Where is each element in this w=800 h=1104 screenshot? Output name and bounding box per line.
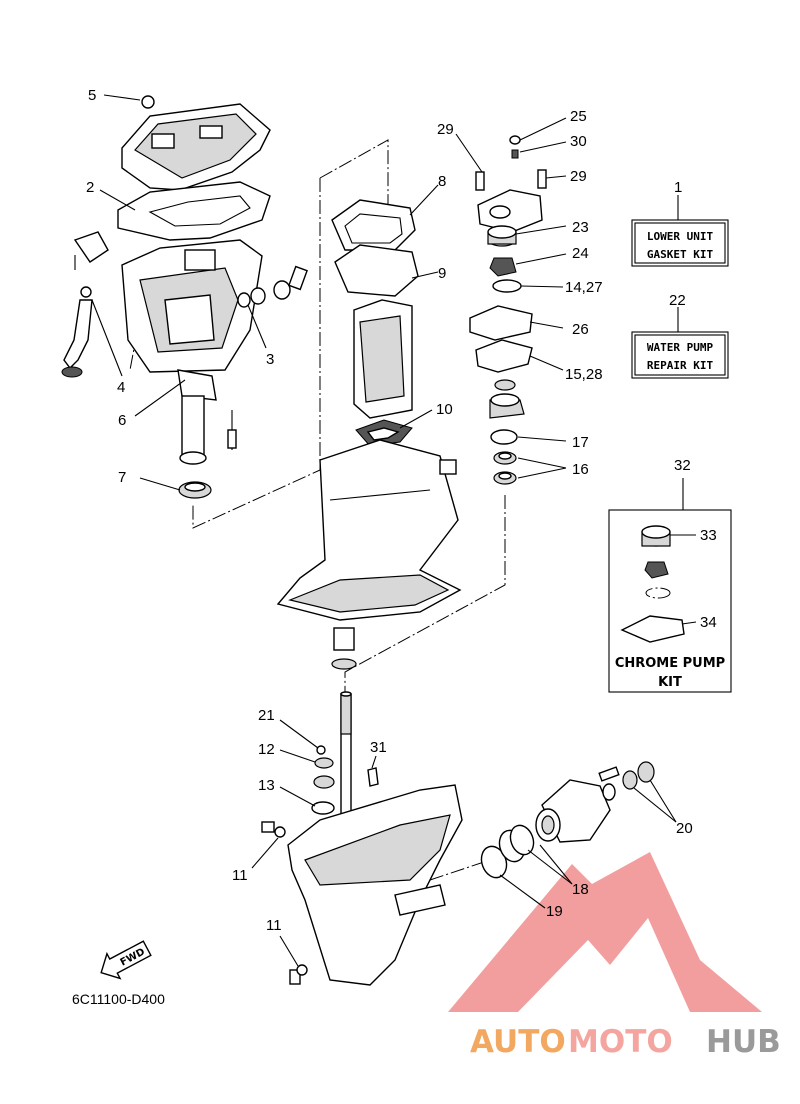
callout-18: 18 xyxy=(572,881,589,898)
leader-lines xyxy=(91,94,697,967)
callout-17: 17 xyxy=(572,434,589,451)
callout-8: 8 xyxy=(438,173,446,190)
callout-5: 5 xyxy=(88,87,96,104)
callout-7: 7 xyxy=(118,469,126,486)
plate-part-26 xyxy=(469,305,533,341)
impeller-drive xyxy=(331,627,357,670)
small-parts-12-13 xyxy=(311,745,379,815)
callout-6: 6 xyxy=(118,412,126,429)
gasket-part-2 xyxy=(117,181,271,241)
oil-seal-part-7 xyxy=(178,481,212,499)
chrome-pump-kit-line1: CHROME PUMP xyxy=(615,656,725,671)
upper-casing-cover xyxy=(121,95,271,191)
callout-31: 31 xyxy=(370,739,387,756)
gasket-part-15 xyxy=(475,339,533,373)
gasket-part-9 xyxy=(334,244,419,297)
callout-24: 24 xyxy=(572,245,589,262)
exhaust-guide-body xyxy=(121,239,263,373)
watermark-auto: AUTO xyxy=(470,1024,566,1060)
rubber-seal-part-10 xyxy=(355,419,413,447)
lower-casing-upper xyxy=(276,439,462,621)
watermark-moto: MOTO xyxy=(568,1024,673,1060)
callout-4: 4 xyxy=(117,379,125,396)
callout-11-top: 11 xyxy=(232,867,248,884)
callout-25: 25 xyxy=(570,108,587,125)
callout-labels: 1 2 3 4 5 6 7 8 9 10 11 11 12 13 14,27 1… xyxy=(86,87,717,934)
small-parts-part-3 xyxy=(237,265,308,308)
kit-box-labels: LOWER UNIT GASKET KIT WATER PUMP REPAIR … xyxy=(615,230,725,690)
water-pump-kit-line1: WATER PUMP xyxy=(647,341,714,354)
callout-33: 33 xyxy=(700,527,717,544)
water-pump-housing xyxy=(475,135,547,233)
lower-unit-kit-line1: LOWER UNIT xyxy=(647,230,714,243)
callout-3: 3 xyxy=(266,351,274,368)
callout-29-left: 29 xyxy=(437,121,454,138)
lower-gearcase xyxy=(261,784,463,986)
callout-9: 9 xyxy=(438,265,446,282)
callout-26: 26 xyxy=(572,321,589,338)
watermark-text: AUTO MOTO HUB xyxy=(470,1024,781,1060)
callout-34: 34 xyxy=(700,614,717,631)
plate-part-6 xyxy=(177,369,237,465)
lower-unit-kit-line2: GASKET KIT xyxy=(647,248,714,261)
fwd-arrow-icon: FWD xyxy=(100,940,152,980)
callout-14-27: 14,27 xyxy=(565,279,603,296)
callout-16: 16 xyxy=(572,461,589,478)
gasket-part-8 xyxy=(331,199,416,251)
lower-unit-gasket-kit-box xyxy=(631,219,729,267)
propeller-shaft-housing xyxy=(535,761,655,843)
callout-23: 23 xyxy=(572,219,589,236)
callout-32: 32 xyxy=(674,457,691,474)
callout-30: 30 xyxy=(570,133,587,150)
callout-20: 20 xyxy=(676,820,693,837)
oil-seals-part-16 xyxy=(493,451,517,485)
oring-part-14 xyxy=(492,279,522,293)
water-pump-repair-kit-box xyxy=(631,331,729,379)
insert-cartridge-part-23 xyxy=(487,225,517,247)
chrome-pump-kit-line2: KIT xyxy=(658,675,682,690)
callout-29-right: 29 xyxy=(570,168,587,185)
diagram-code: 6C11100-D400 xyxy=(72,991,165,1007)
impeller-part-24 xyxy=(489,257,517,277)
chrome-pump-kit-box xyxy=(608,509,732,693)
oring-part-17 xyxy=(490,429,518,445)
callout-1: 1 xyxy=(674,179,682,196)
assembly-lines xyxy=(129,139,506,881)
callout-13: 13 xyxy=(258,777,275,794)
exhaust-manifold xyxy=(353,299,413,419)
callout-10: 10 xyxy=(436,401,453,418)
callout-22: 22 xyxy=(669,292,686,309)
callout-12: 12 xyxy=(258,741,275,758)
callout-19: 19 xyxy=(546,903,563,920)
bearing-housing xyxy=(489,379,525,419)
callout-11-bottom: 11 xyxy=(266,917,282,934)
callout-2: 2 xyxy=(86,179,94,196)
watermark-hub: HUB xyxy=(706,1024,781,1060)
orings-part-18-19 xyxy=(480,824,535,879)
watermark-logo xyxy=(448,852,762,1012)
water-tube-part-4 xyxy=(61,231,109,378)
callout-21: 21 xyxy=(258,707,275,724)
water-pump-kit-line2: REPAIR KIT xyxy=(647,359,714,372)
callout-15-28: 15,28 xyxy=(565,366,603,383)
